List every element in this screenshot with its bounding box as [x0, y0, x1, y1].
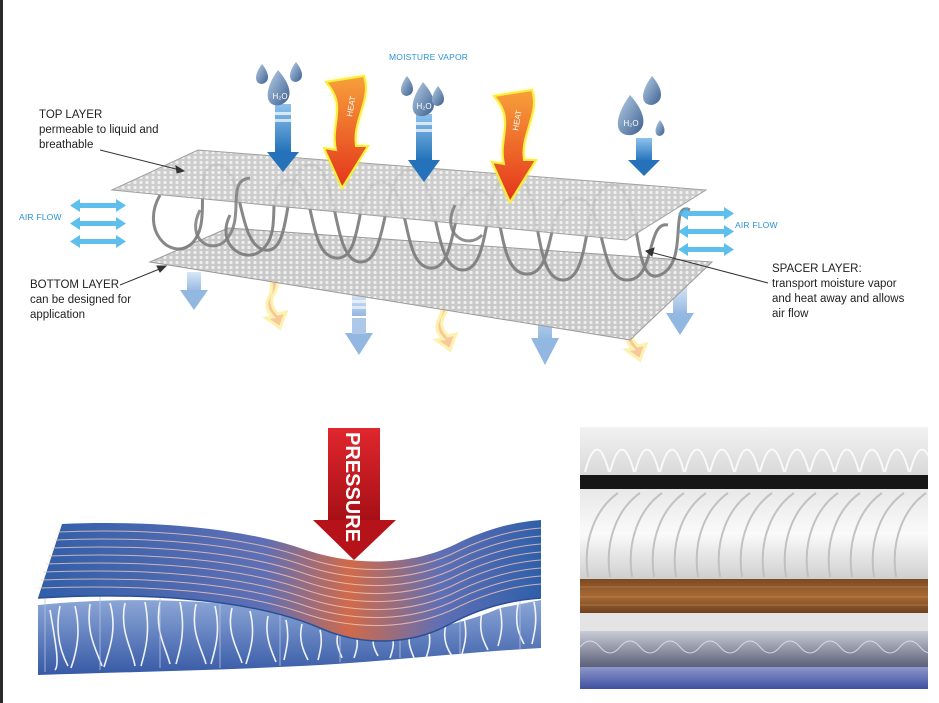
water-drop-icon	[401, 76, 444, 117]
heat-icon	[262, 265, 289, 331]
bottom-layer-title: BOTTOM LAYER	[30, 279, 120, 291]
spacer-layer-desc-2: and heat away and allows	[772, 293, 905, 305]
spacer-fabric-diagram: H₂O H₂O H₂O HEAT HEAT	[70, 62, 769, 365]
heat-icon	[432, 287, 459, 353]
compressed-spacer-verticals	[44, 588, 521, 672]
heat-icon: HEAT	[490, 88, 538, 205]
pressure-label: PRESSURE	[341, 432, 363, 542]
top-mesh-layer	[110, 149, 708, 241]
water-drops: H₂O H₂O H₂O	[256, 62, 665, 136]
double-arrow-icon	[678, 225, 734, 238]
air-flow-right-arrows	[678, 207, 734, 256]
top-layer-desc-2: breathable	[39, 139, 94, 151]
compressed-bottom-layer	[38, 600, 541, 675]
heat-in-arrows: HEAT HEAT	[322, 74, 538, 205]
window-edge	[0, 0, 3, 703]
fabric-photo-render	[580, 427, 928, 689]
spacer-coils-front	[194, 176, 484, 248]
compressed-spacer-fibers	[49, 601, 537, 671]
spacer-fabric-photo	[580, 427, 928, 689]
down-arrow-icon	[267, 104, 299, 172]
h2o-label: H₂O	[623, 119, 638, 128]
moisture-vapor-label: MOISTURE VAPOR	[389, 52, 469, 62]
bottom-mesh-layer	[148, 227, 714, 341]
compressed-top-layer	[38, 520, 541, 642]
double-arrow-icon	[70, 217, 126, 230]
pressure-diagram: PRESSURE	[37, 428, 542, 675]
top-layer-stripes	[38, 527, 542, 626]
top-layer-label: TOP LAYER permeable to liquid and breath…	[39, 108, 159, 153]
spacer-layer-label: SPACER LAYER: transport moisture vapor a…	[772, 262, 904, 322]
heat-label: HEAT	[345, 95, 357, 117]
water-drop-icon	[256, 62, 302, 106]
double-arrow-icon	[70, 235, 126, 248]
air-flow-left-label: AIR FLOW	[19, 212, 62, 222]
top-layer-desc-1: permeable to liquid and	[39, 124, 159, 136]
moisture-in-arrows	[267, 104, 660, 182]
spacer-layer-desc-1: transport moisture vapor	[772, 278, 897, 290]
down-arrow-icon	[180, 272, 208, 310]
bottom-layer-label: BOTTOM LAYER can be designed for applica…	[30, 278, 131, 323]
double-arrow-icon	[70, 199, 126, 212]
top-layer-outline	[37, 595, 542, 642]
spacer-layer-desc-3: air flow	[772, 308, 809, 320]
bottom-layer-desc-2: application	[30, 309, 85, 321]
air-flow-right-label: AIR FLOW	[735, 220, 778, 230]
bottom-layer-desc-1: can be designed for	[30, 294, 132, 306]
spacer-layer-title: SPACER LAYER:	[772, 263, 862, 275]
pressure-arrow-icon: PRESSURE	[313, 428, 396, 560]
photo-grey-spacer	[580, 631, 928, 667]
double-arrow-icon	[678, 207, 734, 220]
air-flow-left-arrows	[70, 199, 126, 248]
photo-blue-layer	[580, 667, 928, 689]
water-drop-icon	[617, 76, 665, 136]
leader-lines	[99, 149, 769, 286]
heat-label: HEAT	[511, 109, 523, 131]
down-arrow-icon	[408, 114, 440, 182]
h2o-label: H₂O	[416, 102, 431, 111]
photo-brown-layer	[580, 579, 928, 613]
heat-icon: HEAT	[322, 74, 370, 191]
top-layer-title: TOP LAYER	[39, 109, 103, 121]
double-arrow-icon	[678, 243, 734, 256]
h2o-label: H₂O	[272, 92, 287, 101]
photo-white-layer-2	[580, 613, 928, 631]
down-arrow-icon	[345, 294, 373, 355]
down-arrow-icon	[628, 138, 660, 176]
photo-black-layer	[580, 475, 928, 489]
